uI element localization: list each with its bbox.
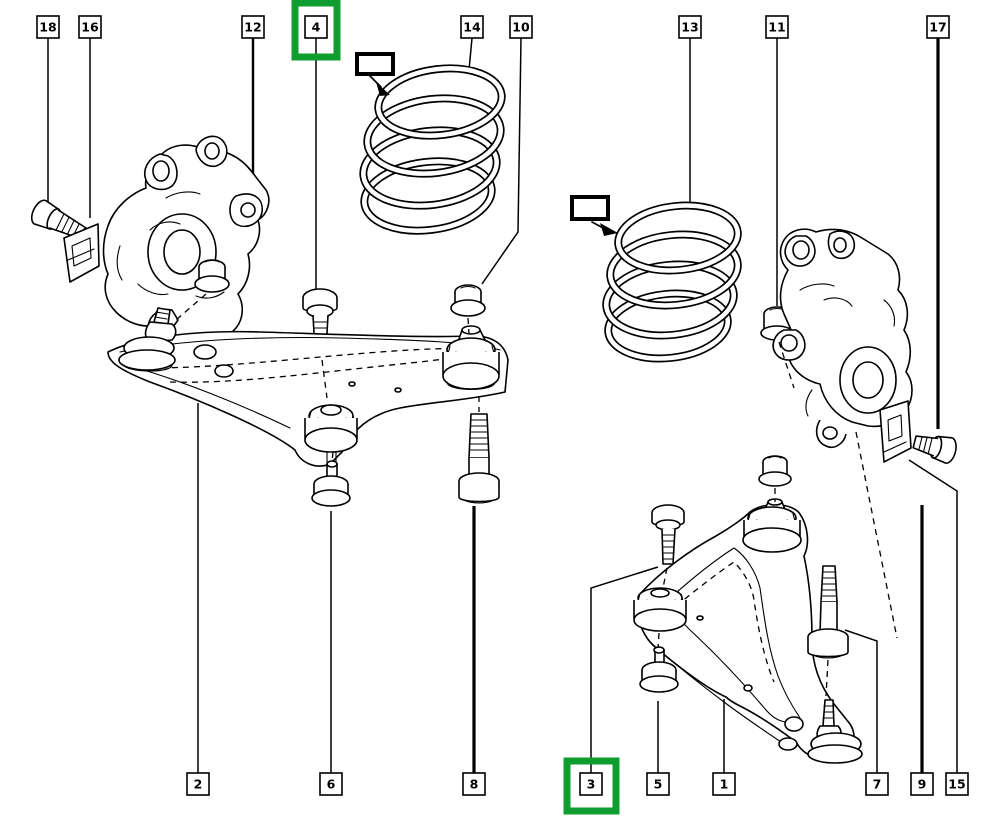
- callout-box-2[interactable]: [186, 772, 210, 796]
- callout-12[interactable]: 12: [241, 15, 265, 39]
- callout-3[interactable]: 3: [563, 757, 620, 815]
- callout-number-10: 10: [512, 20, 530, 35]
- highlight-box-3: [563, 757, 620, 815]
- callout-box-10[interactable]: [509, 15, 533, 39]
- callout-18[interactable]: 18: [36, 15, 60, 39]
- callout-16[interactable]: 16: [78, 15, 102, 39]
- callout-17[interactable]: 17: [926, 15, 950, 39]
- callout-box-1[interactable]: [712, 772, 736, 796]
- callout-9[interactable]: 9: [910, 772, 934, 796]
- callout-2[interactable]: 2: [186, 772, 210, 796]
- callout-6[interactable]: 6: [319, 772, 343, 796]
- callout-number-12: 12: [244, 20, 261, 35]
- bushing-nut-5: [639, 646, 679, 693]
- spring-tag-marker-right: [570, 195, 618, 236]
- leader-line-14: [468, 37, 473, 71]
- highlight-box-4: [291, 0, 341, 61]
- assembly-dashed-guides: [175, 293, 898, 697]
- callout-box-11[interactable]: [765, 15, 789, 39]
- rear-bushing-right: [742, 498, 802, 553]
- control-arm-right-1: [636, 503, 855, 761]
- front-bushing-right: [633, 587, 687, 632]
- leader-lines-layer: [47, 37, 958, 773]
- callout-1[interactable]: 1: [712, 772, 736, 796]
- callout-box-16[interactable]: [78, 15, 102, 39]
- ball-joint-left: [118, 307, 177, 372]
- rear-bushing-bolt-7: [807, 565, 849, 659]
- rear-bushing-bolt-8: [458, 413, 500, 504]
- steering-knuckle-right: [772, 228, 913, 449]
- callout-box-15[interactable]: [945, 772, 969, 796]
- callout-box-8[interactable]: [462, 772, 486, 796]
- callout-number-16: 16: [81, 20, 99, 35]
- front-bushing-left: [304, 404, 358, 463]
- callout-4[interactable]: 4: [291, 0, 341, 61]
- callout-8[interactable]: 8: [462, 772, 486, 796]
- callout-number-13: 13: [681, 20, 698, 35]
- rear-bushing-left: [442, 325, 500, 390]
- flange-nut-10: [450, 284, 486, 317]
- bushing-nut-6: [311, 460, 351, 507]
- callout-number-8: 8: [470, 777, 479, 792]
- callout-number-11: 11: [768, 20, 785, 35]
- callout-14[interactable]: 14: [460, 15, 484, 39]
- callout-number-15: 15: [948, 777, 965, 792]
- callout-box-12[interactable]: [241, 15, 265, 39]
- ball-joint-nut-12: [194, 259, 230, 293]
- spring-tag-marker-left: [355, 52, 395, 96]
- callout-number-14: 14: [463, 20, 481, 35]
- callout-box-18[interactable]: [36, 15, 60, 39]
- callout-number-17: 17: [929, 20, 946, 35]
- shield-plate-left-16: [63, 223, 100, 283]
- shield-plate-right-15: [879, 400, 912, 463]
- callout-number-6: 6: [327, 777, 336, 792]
- leader-line-10: [481, 37, 522, 285]
- callout-number-5: 5: [654, 777, 663, 792]
- callout-7[interactable]: 7: [865, 772, 889, 796]
- callout-number-18: 18: [39, 20, 56, 35]
- callout-number-4: 4: [312, 20, 321, 35]
- callout-5[interactable]: 5: [646, 772, 670, 796]
- flange-nut-rear-right: [758, 455, 792, 487]
- callout-15[interactable]: 15: [945, 772, 969, 796]
- leader-line-3: [590, 566, 659, 773]
- callout-box-17[interactable]: [926, 15, 950, 39]
- callout-box-7[interactable]: [865, 772, 889, 796]
- callout-10[interactable]: 10: [509, 15, 533, 39]
- callout-box-13[interactable]: [678, 15, 702, 39]
- coil-spring-right-13: [602, 201, 742, 363]
- leader-line-7: [844, 629, 878, 773]
- callout-box-14[interactable]: [460, 15, 484, 39]
- coil-spring-left-14: [359, 64, 506, 235]
- callout-number-3: 3: [587, 777, 596, 792]
- callout-box-4[interactable]: [304, 15, 328, 39]
- callout-number-7: 7: [873, 777, 882, 792]
- front-bushing-bolt-3: [651, 504, 685, 565]
- leader-line-15: [908, 459, 958, 773]
- shield-bolt-17: [912, 435, 957, 464]
- callout-number-2: 2: [194, 777, 203, 792]
- callout-box-5[interactable]: [646, 772, 670, 796]
- callout-box-3[interactable]: [579, 772, 603, 796]
- callout-13[interactable]: 13: [678, 15, 702, 39]
- callout-number-1: 1: [720, 777, 729, 792]
- callout-box-9[interactable]: [910, 772, 934, 796]
- callout-box-6[interactable]: [319, 772, 343, 796]
- shield-bolt-left-18: [30, 199, 89, 241]
- ball-joint-9: [807, 699, 863, 764]
- steering-knuckle-left: [102, 135, 270, 350]
- callout-11[interactable]: 11: [765, 15, 789, 39]
- callout-number-9: 9: [918, 777, 927, 792]
